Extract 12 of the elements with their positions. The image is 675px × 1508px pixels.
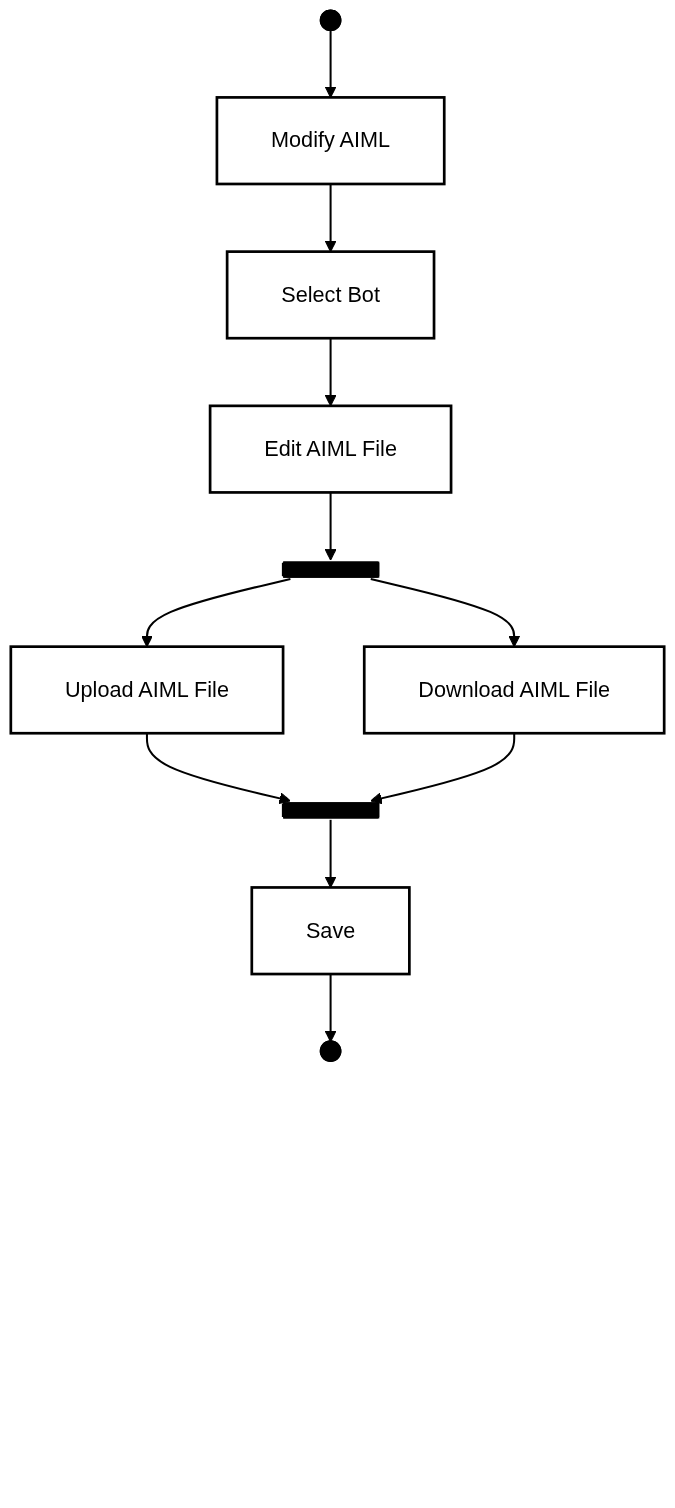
- arrow: [145, 733, 291, 805]
- node-box: Save: [250, 886, 411, 976]
- node-box: Upload AIML File: [9, 645, 285, 735]
- arrow: [324, 974, 337, 1043]
- node-box: Edit AIML File: [208, 404, 453, 494]
- arrow: [370, 733, 516, 805]
- arrow: [324, 29, 337, 98]
- node-box: Download AIML File: [362, 645, 666, 735]
- arrow: [324, 819, 337, 888]
- node-box: Modify AIML: [215, 96, 446, 186]
- node-box: Select Bot: [225, 250, 436, 340]
- arrow: [324, 492, 337, 561]
